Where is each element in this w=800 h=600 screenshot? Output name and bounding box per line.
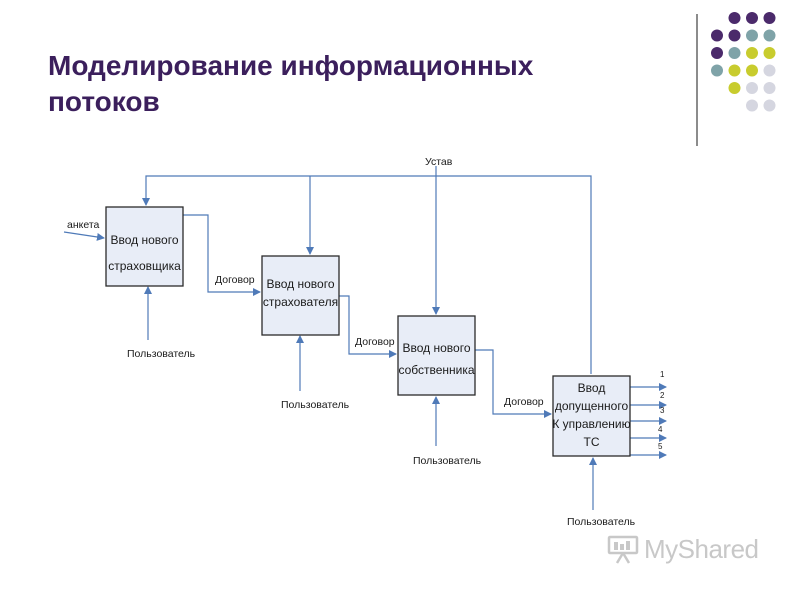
process-box-1-rect bbox=[105, 206, 184, 287]
decorative-dot bbox=[763, 47, 776, 59]
process-box-2: Ввод нового страхователя bbox=[261, 255, 340, 336]
decorative-dot bbox=[763, 29, 776, 42]
title-line-2: потоков bbox=[48, 86, 160, 117]
decorative-dot bbox=[728, 47, 741, 59]
input-flow: анкета bbox=[63, 219, 105, 241]
flow-label-3: Договор bbox=[504, 396, 544, 408]
output-flows: 1 2 3 4 5 bbox=[630, 370, 667, 459]
process-box-2-line1: Ввод нового bbox=[267, 277, 335, 291]
control-flow: Устав bbox=[142, 156, 592, 374]
watermark: MyShared bbox=[606, 532, 759, 566]
output-label-2: 2 bbox=[660, 391, 665, 400]
process-box-4-line2: допущенного bbox=[555, 399, 629, 413]
slide-title: Моделирование информационных потоков bbox=[48, 48, 648, 120]
process-box-4-line3: К управлению bbox=[552, 417, 630, 431]
decorative-dot-grid bbox=[711, 12, 776, 112]
decorative-dot bbox=[763, 64, 776, 77]
process-box-1-line1: Ввод нового bbox=[111, 233, 179, 247]
process-box-4-line1: Ввод bbox=[578, 381, 606, 395]
mechanism-label-4: Пользователь bbox=[567, 516, 636, 528]
decorative-dot bbox=[763, 99, 776, 112]
decorative-dot bbox=[746, 47, 758, 59]
decorative-dot bbox=[746, 99, 758, 112]
presentation-board-icon bbox=[607, 535, 639, 564]
decorative-dot bbox=[711, 47, 723, 59]
flow-arrow-1 bbox=[183, 214, 261, 296]
decorative-dot bbox=[746, 29, 758, 42]
mechanism-label-3: Пользователь bbox=[413, 455, 482, 467]
watermark-text: MyShared bbox=[644, 533, 759, 564]
process-box-1-line2: страховщика bbox=[108, 259, 181, 273]
flow-label-2: Договор bbox=[355, 336, 395, 348]
flow-arrow-2 bbox=[339, 295, 397, 358]
flow-arrow-3 bbox=[475, 349, 552, 418]
output-label-5: 5 bbox=[658, 442, 663, 451]
decorative-dot bbox=[711, 64, 723, 77]
output-label-3: 3 bbox=[660, 406, 665, 415]
process-box-3-line2: собственника bbox=[398, 363, 474, 377]
output-label-4: 4 bbox=[658, 425, 663, 434]
decorative-dot bbox=[763, 12, 776, 24]
transition-flows: Договор Договор Договор bbox=[183, 214, 552, 418]
decorative-dot bbox=[763, 82, 776, 94]
process-box-3-rect bbox=[397, 315, 476, 396]
mechanism-label-1: Пользователь bbox=[127, 348, 196, 360]
process-box-2-line2: страхователя bbox=[263, 295, 338, 309]
process-box-3: Ввод нового собственника bbox=[397, 315, 476, 396]
title-divider bbox=[696, 14, 698, 146]
title-line-1: Моделирование информационных bbox=[48, 50, 534, 81]
decorative-dot bbox=[728, 82, 741, 94]
decorative-dot bbox=[728, 29, 741, 42]
flow-label-1: Договор bbox=[215, 274, 255, 286]
decorative-dot bbox=[746, 82, 758, 94]
process-box-1: Ввод нового страховщика bbox=[105, 206, 184, 287]
input-arrow bbox=[63, 231, 105, 241]
input-label: анкета bbox=[67, 219, 100, 231]
mechanism-flows: Пользователь Пользователь Пользователь П… bbox=[127, 286, 636, 528]
decorative-dot bbox=[746, 64, 758, 77]
process-box-2-rect bbox=[261, 255, 340, 336]
decorative-dot bbox=[711, 29, 723, 42]
process-box-3-line1: Ввод нового bbox=[403, 341, 471, 355]
mechanism-label-2: Пользователь bbox=[281, 399, 350, 411]
decorative-dot bbox=[746, 12, 758, 24]
control-label: Устав bbox=[425, 156, 453, 168]
decorative-dot bbox=[728, 12, 741, 24]
process-box-4-line4: ТС bbox=[584, 435, 600, 449]
control-arrow-box1 bbox=[142, 175, 592, 374]
process-box-4-rect bbox=[552, 375, 631, 457]
decorative-dot bbox=[728, 64, 741, 77]
process-box-4: Ввод допущенного К управлению ТС bbox=[552, 375, 631, 457]
output-label-1: 1 bbox=[660, 370, 665, 379]
